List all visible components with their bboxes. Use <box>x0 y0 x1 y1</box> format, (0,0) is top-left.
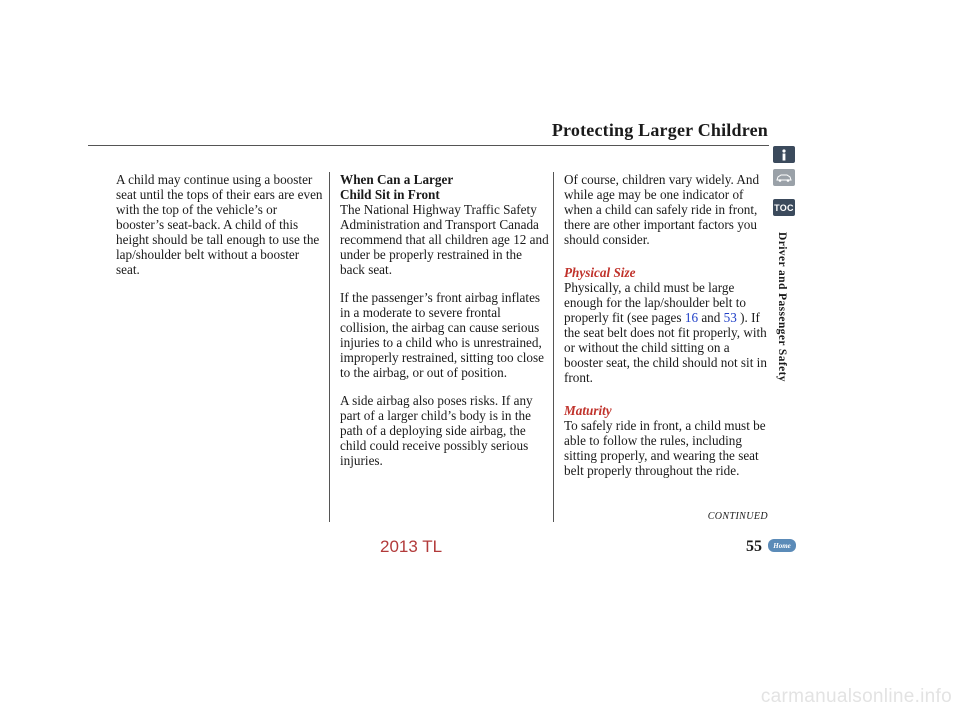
info-tab[interactable] <box>773 146 795 163</box>
toc-tab[interactable]: TOC <box>773 199 795 216</box>
maturity-paragraph: To safely ride in front, a child must be… <box>564 418 766 478</box>
page-53-link[interactable]: 53 <box>723 310 737 325</box>
front-seat-heading: When Can a Larger Child Sit in Front <box>340 172 550 202</box>
physical-text-a: Physically, a child must be large enough… <box>564 280 747 325</box>
physical-size-heading: Physical Size <box>564 265 636 280</box>
column-divider-right <box>553 172 554 522</box>
nhtsa-paragraph: The National Highway Traffic Safety Admi… <box>340 202 549 277</box>
column-2: When Can a Larger Child Sit in Front The… <box>340 172 550 481</box>
physical-text-and: and <box>698 310 724 325</box>
home-button[interactable]: Home <box>768 539 796 552</box>
page-title: Protecting Larger Children <box>551 120 768 140</box>
physical-size-paragraph: Physically, a child must be large enough… <box>564 280 770 385</box>
header-rule <box>88 145 769 146</box>
info-icon <box>782 148 786 160</box>
children-vary-paragraph: Of course, children vary widely. And whi… <box>564 172 760 247</box>
side-airbag-paragraph: A side airbag also poses risks. If any p… <box>340 393 533 468</box>
model-watermark: 2013 TL <box>380 537 443 556</box>
column-3: Of course, children vary widely. And whi… <box>564 172 770 491</box>
physical-text-b: ). If the seat belt does not fit properl… <box>564 310 767 385</box>
section-label-text: Driver and Passenger Safety <box>776 232 788 382</box>
section-label: Driver and Passenger Safety <box>776 232 792 382</box>
column-1: A child may continue using a booster sea… <box>116 172 324 290</box>
maturity-heading: Maturity <box>564 403 612 418</box>
front-seat-heading-line-1: When Can a Larger <box>340 172 454 187</box>
site-watermark: carmanualsonline.info <box>760 686 952 707</box>
column-divider-left <box>329 172 330 522</box>
front-seat-heading-line-2: Child Sit in Front <box>340 187 440 202</box>
continued-label: CONTINUED <box>707 511 768 522</box>
booster-seat-paragraph: A child may continue using a booster sea… <box>116 172 323 277</box>
front-airbag-paragraph: If the passenger’s front airbag inflates… <box>340 290 544 380</box>
vehicle-tab[interactable] <box>773 169 795 186</box>
page-16-link[interactable]: 16 <box>684 310 699 325</box>
page-number: 55 <box>746 538 762 555</box>
car-icon <box>776 174 792 182</box>
